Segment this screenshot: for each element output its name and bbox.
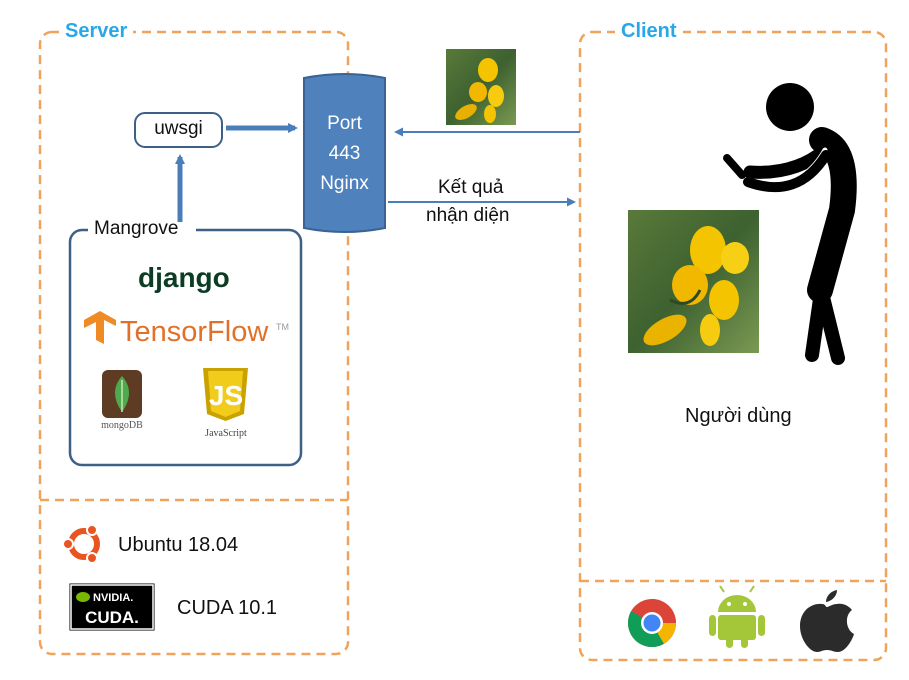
uwsgi-box: [134, 112, 223, 148]
javascript-logo: JS JavaScript: [203, 368, 248, 439]
result-label-line1: Kết quả: [438, 177, 504, 198]
svg-text:mongoDB: mongoDB: [101, 420, 143, 431]
client-panel: [578, 30, 888, 662]
svg-text:TM: TM: [276, 322, 289, 332]
client-title: Client: [615, 20, 683, 43]
nginx-cylinder: [303, 73, 386, 233]
tensorflow-logo: TensorFlow TM: [84, 311, 289, 348]
nginx-port-label: Port: [327, 113, 362, 134]
flower-image-large: [628, 210, 759, 353]
result-label-line2: nhận diện: [426, 205, 510, 226]
server-title: Server: [59, 20, 134, 43]
user-figure-icon: [723, 83, 857, 365]
cuda-label: CUDA 10.1: [177, 597, 278, 619]
mangrove-title: Mangrove: [94, 218, 179, 239]
android-icon: [709, 585, 765, 648]
apple-icon: [800, 590, 854, 652]
nginx-name-label: Nginx: [320, 173, 369, 194]
mongodb-logo: mongoDB: [101, 370, 143, 431]
cuda-logo-bottom: CUDA.: [85, 608, 139, 627]
svg-text:JS: JS: [209, 380, 243, 411]
user-label: Người dùng: [685, 405, 792, 427]
nvidia-cuda-logo: NVIDIA. CUDA.: [68, 582, 156, 632]
svg-text:JavaScript: JavaScript: [205, 428, 247, 439]
flower-image-small: [446, 49, 516, 125]
ubuntu-label: Ubuntu 18.04: [118, 534, 239, 556]
nginx-443-label: 443: [328, 143, 361, 164]
server-panel: [38, 30, 350, 656]
chrome-icon: [627, 599, 676, 648]
cuda-logo-top: NVIDIA.: [93, 592, 133, 604]
django-logo: django: [138, 262, 230, 293]
svg-text:TensorFlow: TensorFlow: [120, 316, 269, 348]
uwsgi-label: uwsgi: [154, 118, 203, 139]
ubuntu-logo: [62, 524, 100, 564]
